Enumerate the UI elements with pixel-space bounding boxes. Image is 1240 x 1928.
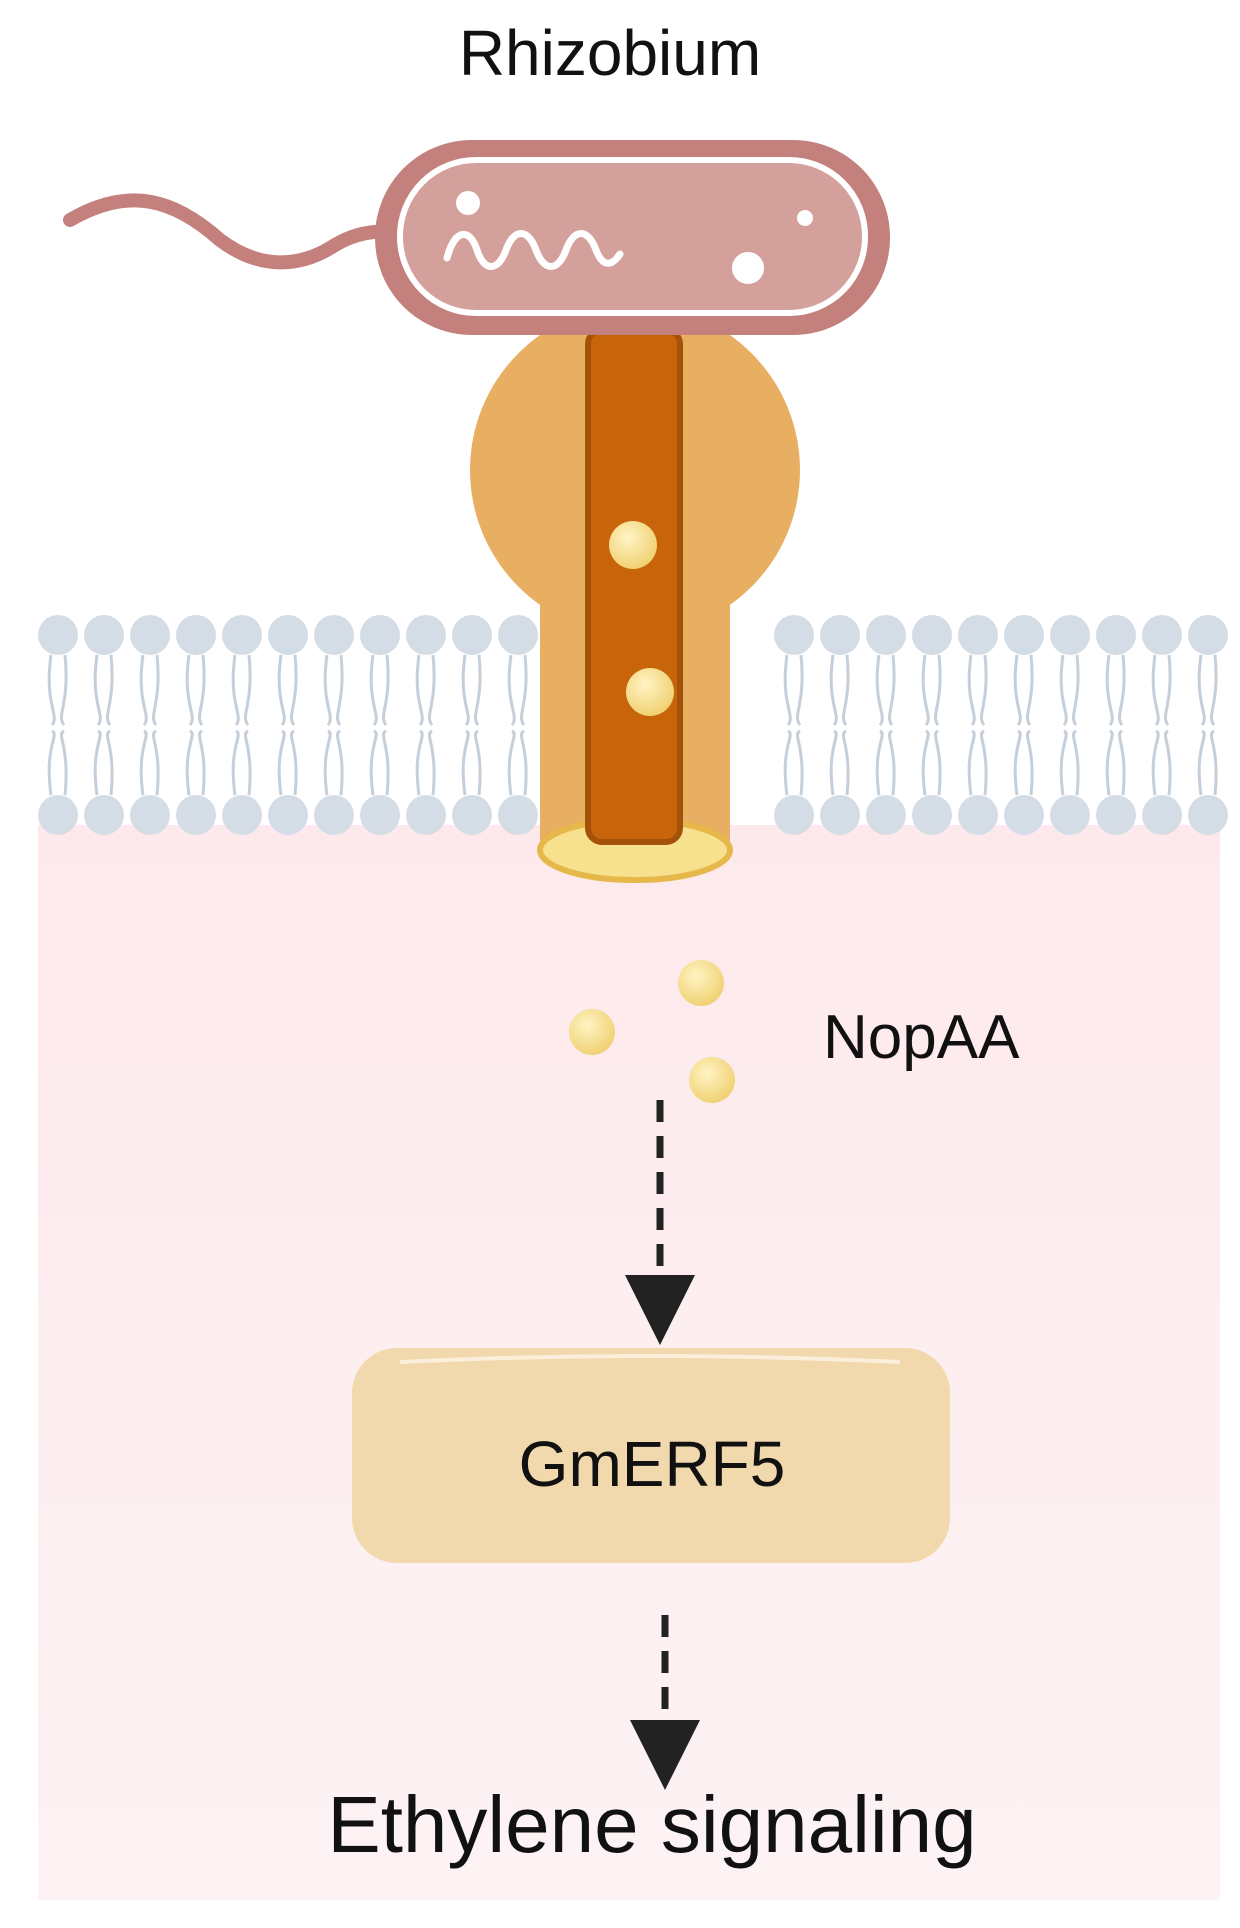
lipid-tail	[507, 654, 528, 796]
lipid-tail	[1059, 654, 1080, 796]
lipid-head	[1096, 615, 1136, 655]
lipid-head	[1050, 795, 1090, 835]
lipid-head	[1142, 615, 1182, 655]
lipid-head	[406, 615, 446, 655]
bacterium-flagellum	[63, 193, 402, 270]
lipid-head	[222, 615, 262, 655]
lipid-tail	[231, 654, 252, 796]
lipid-head	[958, 795, 998, 835]
lipid-head	[1004, 615, 1044, 655]
lipid-head	[1096, 795, 1136, 835]
cell-membrane	[38, 615, 1228, 835]
lipid-head	[498, 615, 538, 655]
lipid-tail	[185, 654, 206, 796]
effector-particle	[678, 960, 724, 1006]
secretion-system-tube	[585, 327, 683, 845]
gmerf5-protein-box	[352, 1348, 950, 1563]
bacterium-granule	[797, 210, 813, 226]
lipid-head	[38, 615, 78, 655]
lipid-head	[176, 615, 216, 655]
lipid-head	[360, 795, 400, 835]
lipid-head	[866, 615, 906, 655]
lipid-tail	[783, 654, 804, 796]
lipid-head	[406, 795, 446, 835]
lipid-tail	[875, 654, 896, 796]
lipid-tail	[1013, 654, 1034, 796]
lipid-head	[38, 795, 78, 835]
lipid-head	[360, 615, 400, 655]
lipid-head	[1188, 795, 1228, 835]
lipid-tail	[829, 654, 850, 796]
lipid-tail	[1151, 654, 1172, 796]
lipid-head	[268, 795, 308, 835]
lipid-head	[84, 615, 124, 655]
rhizobium-label: Rhizobium	[459, 17, 761, 89]
lipid-head	[820, 615, 860, 655]
lipid-tail	[139, 654, 160, 796]
lipid-tail	[47, 654, 68, 796]
lipid-head	[452, 615, 492, 655]
lipid-head	[958, 615, 998, 655]
gmerf5-label: GmERF5	[519, 1428, 786, 1500]
lipid-tail	[277, 654, 298, 796]
lipid-head	[176, 795, 216, 835]
rhizobium-bacterium	[375, 140, 890, 335]
effector-particle-in-tube	[626, 668, 674, 716]
lipid-head	[1050, 615, 1090, 655]
lipid-tail	[461, 654, 482, 796]
lipid-head	[912, 615, 952, 655]
lipid-head	[1188, 615, 1228, 655]
nopaa-label: NopAA	[823, 1003, 1020, 1072]
bacterium-granule	[456, 191, 480, 215]
lipid-head	[84, 795, 124, 835]
lipid-tail	[369, 654, 390, 796]
lipid-tail	[921, 654, 942, 796]
lipid-tail	[967, 654, 988, 796]
effector-particle	[689, 1057, 735, 1103]
lipid-head	[1004, 795, 1044, 835]
lipid-head	[820, 795, 860, 835]
lipid-head	[130, 615, 170, 655]
lipid-head	[130, 795, 170, 835]
lipid-tail	[323, 654, 344, 796]
gmerf5-box-highlight	[399, 1354, 901, 1364]
lipid-head	[1142, 795, 1182, 835]
lipid-head	[268, 615, 308, 655]
bacterium-granule	[732, 252, 764, 284]
lipid-head	[866, 795, 906, 835]
lipid-head	[314, 615, 354, 655]
nopaa-particles	[569, 960, 735, 1103]
lipid-head	[222, 795, 262, 835]
bacterium-plasmid-squiggle	[443, 230, 624, 270]
lipid-head	[314, 795, 354, 835]
lipid-head	[912, 795, 952, 835]
lipid-head	[498, 795, 538, 835]
lipid-head	[774, 615, 814, 655]
lipid-tail	[415, 654, 436, 796]
lipid-head	[774, 795, 814, 835]
ethylene-signaling-label: Ethylene signaling	[327, 1780, 976, 1869]
lipid-tail	[93, 654, 114, 796]
secretion-system	[470, 305, 800, 883]
lipid-tail	[1197, 654, 1218, 796]
effector-particle	[569, 1009, 615, 1055]
effector-particle-in-tube	[609, 521, 657, 569]
lipid-tail	[1105, 654, 1126, 796]
lipid-head	[452, 795, 492, 835]
